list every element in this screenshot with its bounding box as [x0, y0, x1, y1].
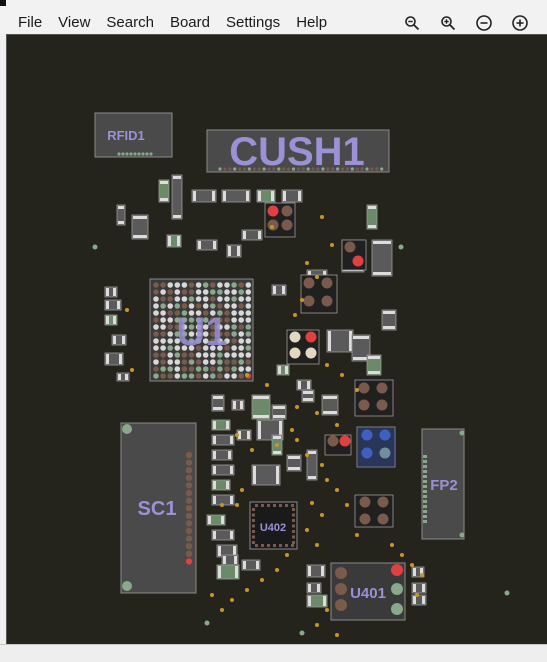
component-sc1[interactable]: SC1	[120, 422, 197, 594]
menu-help[interactable]: Help	[296, 14, 328, 31]
left-gutter	[0, 34, 6, 644]
u1-balls	[153, 282, 252, 379]
fp2-pins	[423, 455, 427, 523]
u401-pads	[335, 564, 403, 615]
zoom-out-icon	[405, 16, 420, 31]
fp2-label: FP2	[430, 477, 458, 494]
menu-view[interactable]: View	[58, 14, 91, 31]
u402-label: U402	[260, 522, 286, 534]
zoom-out-button[interactable]	[399, 12, 425, 34]
component-rfid1[interactable]: RFID1	[94, 112, 173, 158]
zoom-in-button[interactable]	[435, 12, 461, 34]
zoom-toolbar	[399, 12, 533, 34]
cush1-pins	[218, 167, 384, 171]
misc-components	[104, 174, 427, 608]
u401-label: U401	[350, 585, 386, 602]
component-u402[interactable]: U402	[249, 501, 298, 550]
sc1-label: SC1	[138, 498, 177, 520]
zoom-full-button[interactable]	[507, 12, 533, 34]
menu-settings[interactable]: Settings	[225, 14, 281, 31]
u402-pins	[252, 504, 295, 547]
component-fp2[interactable]: FP2	[421, 428, 465, 540]
vias	[92, 215, 510, 637]
rfid1-pins	[117, 152, 153, 156]
sc1-pins	[185, 451, 193, 565]
title-strip	[0, 0, 547, 12]
menu-board[interactable]: Board	[169, 14, 210, 31]
zoom-fit-button[interactable]	[471, 12, 497, 34]
component-cush1[interactable]: CUSH1	[206, 129, 390, 174]
pcb-board[interactable]: RFID1 CUSH1 SC1 FP2 U	[7, 35, 547, 644]
component-u401[interactable]: U401	[330, 562, 406, 621]
menu-file[interactable]: File	[18, 14, 43, 31]
u1-label: U1	[176, 310, 227, 354]
menu-bar: File View Search Board Settings Help	[0, 12, 547, 34]
component-u1[interactable]: U1	[149, 278, 254, 382]
status-bar	[0, 644, 547, 662]
zoom-in-icon	[441, 16, 456, 31]
cush1-label: CUSH1	[229, 130, 365, 174]
board-viewport[interactable]: RFID1 CUSH1 SC1 FP2 U	[6, 34, 547, 644]
window-marker	[0, 0, 6, 6]
menu-search[interactable]: Search	[106, 14, 154, 31]
zoom-fit-icon	[476, 15, 492, 31]
zoom-full-icon	[512, 15, 528, 31]
rfid1-label: RFID1	[107, 128, 145, 143]
